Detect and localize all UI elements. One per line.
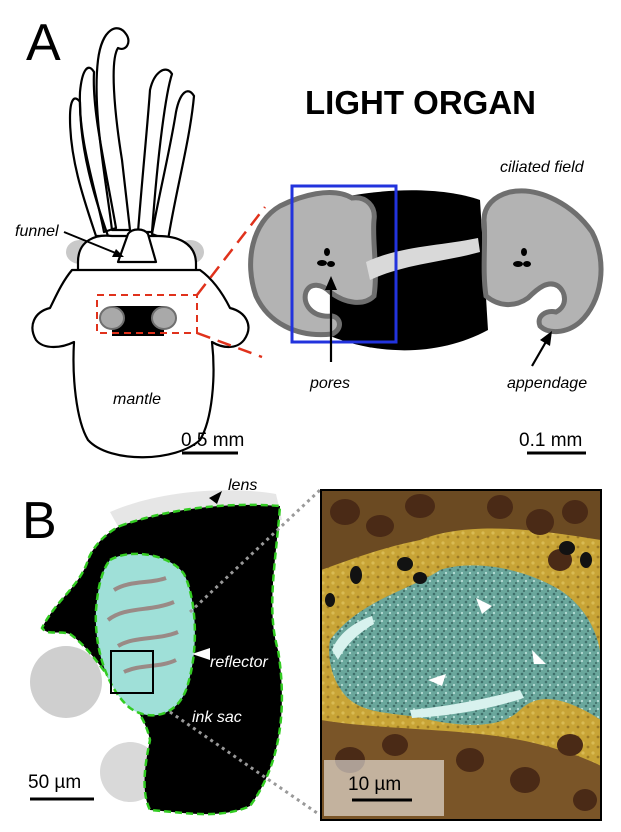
zoom-line-bottom [196, 331, 263, 359]
scalebar-a-right-label: 0.1 mm [519, 430, 582, 451]
squid-mantle [31, 268, 250, 459]
reflector-tissue [329, 565, 601, 725]
label-ink-sac: ink sac [192, 709, 242, 726]
panel-letter-b: B [22, 492, 57, 550]
squid-arm [95, 27, 132, 232]
reflector-highlight [332, 616, 374, 660]
squid-funnel [116, 228, 158, 264]
reflector-highlight [410, 690, 524, 718]
squid-arm [68, 97, 110, 238]
label-appendage: appendage [507, 375, 587, 392]
squid-arm [78, 66, 118, 234]
scalebar-a-left-label: 0.5 mm [181, 430, 244, 451]
zoom-line-b-bottom [169, 710, 321, 817]
appendage-arrow-head [540, 331, 552, 346]
reflector-arrow-head [192, 648, 210, 660]
label-reflector: reflector [210, 654, 268, 671]
micrograph-arrowhead [476, 598, 492, 614]
squid-arm [136, 68, 174, 234]
micrograph-arrowhead [428, 674, 446, 686]
zoom-source-box [96, 294, 198, 334]
label-ciliated-field: ciliated field [500, 159, 585, 176]
label-lens: lens [228, 477, 257, 494]
micrograph [320, 489, 602, 821]
pore-marks-right [513, 248, 531, 267]
appendage-arrow-line [531, 339, 548, 367]
squid-arm [150, 90, 196, 242]
light-organ-enlarged [248, 184, 604, 351]
micrograph-frame [320, 489, 602, 821]
pores-arrow-head [325, 276, 337, 290]
panel-a: A [15, 14, 604, 459]
dark-granules [325, 541, 592, 607]
lens-arrow-head [209, 491, 222, 504]
label-mantle: mantle [113, 391, 161, 408]
panel-a-title: LIGHT ORGAN [305, 84, 536, 121]
micrograph-arrowhead [532, 650, 546, 664]
reflector-folds [106, 576, 179, 674]
scalebar-b-left-label: 50 µm [28, 772, 81, 793]
panel-b: B lens reflector ink s [22, 477, 602, 821]
zoom-line-b-top [188, 488, 322, 614]
tissue-section-image [30, 490, 284, 816]
brown-tissue [321, 490, 601, 570]
highlight-box [290, 184, 398, 344]
squid-light-organ [99, 306, 177, 336]
label-funnel: funnel [15, 223, 59, 240]
funnel-arrow-line [63, 231, 119, 255]
panel-letter-a: A [26, 14, 61, 72]
organ-lobe-right [481, 188, 604, 334]
pore-marks-left [317, 248, 335, 267]
background-tissue [30, 646, 102, 718]
reflector-region [94, 552, 197, 717]
squid-drawing [31, 27, 250, 459]
label-pores: pores [309, 375, 350, 392]
zoom-line-top [196, 206, 266, 296]
scalebar-b-right-label: 10 µm [348, 774, 401, 795]
funnel-arrow-head [112, 249, 124, 257]
zoom-square [110, 650, 154, 694]
